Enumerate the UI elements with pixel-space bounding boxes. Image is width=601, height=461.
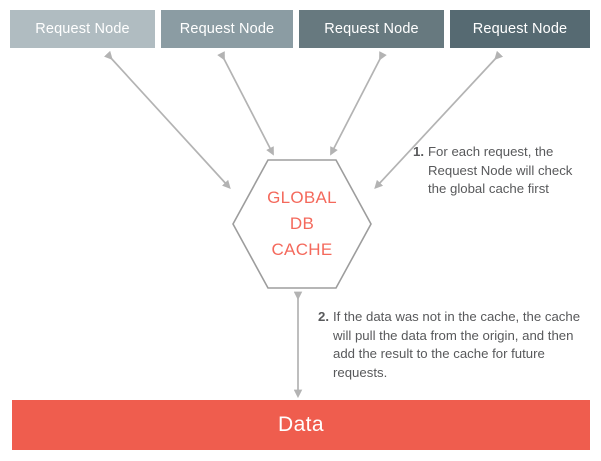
annotation-step-2-number: 2. xyxy=(318,309,329,324)
annotation-step-1-text: For each request, the Request Node will … xyxy=(428,144,573,197)
annotation-step-1: 1. For each request, the Request Node wi… xyxy=(413,143,591,199)
connector-node1-cache xyxy=(103,50,231,190)
connector-node3-cache xyxy=(330,51,387,156)
request-node-box[interactable]: Request Node xyxy=(450,10,590,48)
annotation-step-1-number: 1. xyxy=(413,144,424,159)
data-store-label: Data xyxy=(278,413,324,436)
cache-label-line-2: DB xyxy=(289,214,315,234)
connector-node2-cache xyxy=(217,51,274,156)
request-node-label: Request Node xyxy=(472,21,568,37)
request-node-box[interactable]: Request Node xyxy=(299,10,444,48)
request-node-label: Request Node xyxy=(35,21,130,37)
request-node-box[interactable]: Request Node xyxy=(161,10,293,48)
cache-label-line-1: GLOBAL xyxy=(267,188,337,208)
request-node-box[interactable]: Request Node xyxy=(10,10,155,48)
global-db-cache-label: GLOBAL DB CACHE xyxy=(231,158,373,290)
data-store-bar[interactable]: Data xyxy=(12,400,590,450)
global-db-cache-hexagon[interactable] xyxy=(231,158,373,290)
request-node-label: Request Node xyxy=(179,21,275,37)
hexagon-outline xyxy=(232,159,372,289)
connector-node4-cache xyxy=(374,50,504,189)
request-node-label: Request Node xyxy=(324,21,419,37)
annotation-step-2-text: If the data was not in the cache, the ca… xyxy=(333,309,581,381)
cache-label-line-3: CACHE xyxy=(271,239,333,259)
annotation-step-2: 2. If the data was not in the cache, the… xyxy=(318,308,590,383)
